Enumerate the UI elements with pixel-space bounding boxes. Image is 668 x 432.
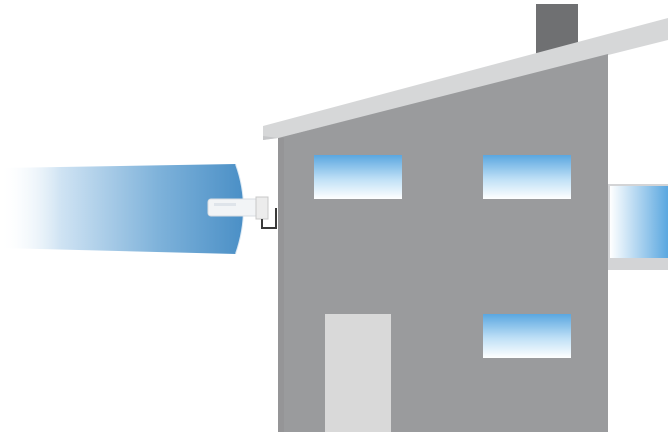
window-lower-right-icon	[483, 314, 571, 358]
outdoor-antenna-icon	[207, 196, 277, 229]
roof	[263, 18, 668, 140]
side-window-icon	[610, 186, 668, 258]
window-upper-left-icon	[314, 155, 402, 199]
side-extension	[608, 184, 668, 270]
house-wall-edge	[278, 138, 284, 432]
wifi-signal-beam-icon	[0, 163, 245, 255]
door-icon	[325, 314, 391, 432]
window-upper-right-icon	[483, 155, 571, 199]
